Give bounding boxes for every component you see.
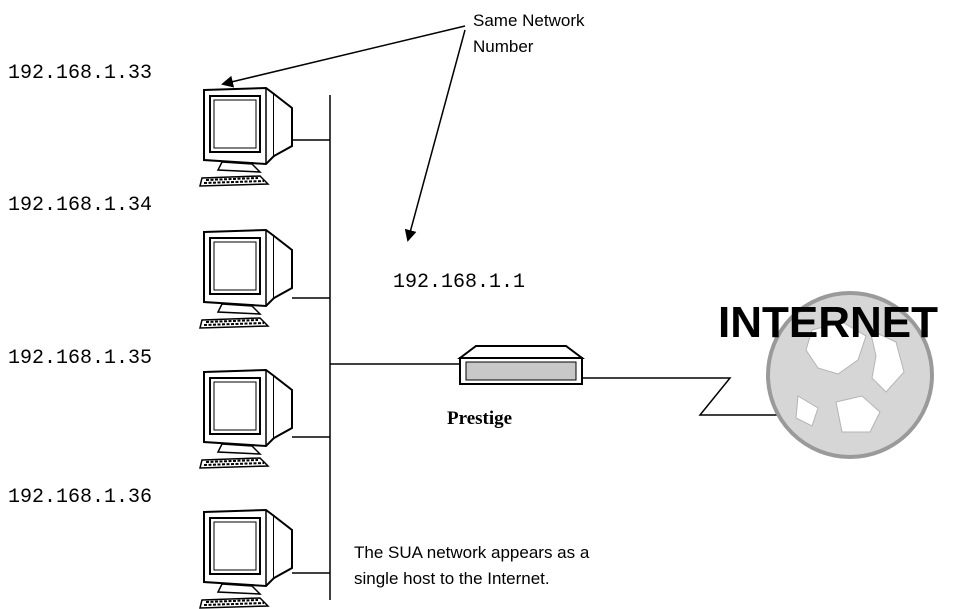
globe-icon (766, 291, 934, 459)
internet-label: INTERNET (718, 298, 938, 347)
computer-icon (199, 229, 293, 329)
callout-arrow (404, 29, 466, 242)
host-ip-label: 192.168.1.33 (8, 62, 152, 85)
router-ip-label: 192.168.1.1 (393, 271, 525, 294)
host-ip-label: 192.168.1.35 (8, 347, 152, 370)
sua-note: The SUA network appears as a (354, 543, 590, 562)
callout-arrow (221, 25, 466, 88)
host-ip-label: 192.168.1.36 (8, 486, 152, 509)
router-name-label: Prestige (447, 408, 512, 429)
router-icon (457, 345, 585, 385)
sua-note: single host to the Internet. (354, 569, 550, 588)
callout-label: Number (473, 37, 534, 56)
computer-icon (199, 509, 293, 609)
computer-icon (199, 87, 293, 187)
internet-link (582, 377, 792, 416)
callout-label: Same Network (473, 11, 585, 30)
computer-icon (199, 369, 293, 469)
host-ip-label: 192.168.1.34 (8, 194, 152, 217)
